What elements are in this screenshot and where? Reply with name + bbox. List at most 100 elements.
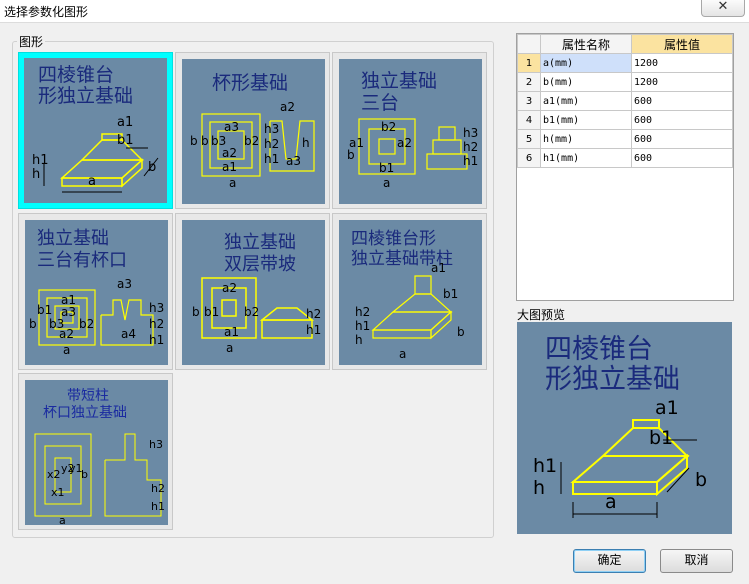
dim-label: a2 [59, 327, 74, 341]
dim-label: b [148, 160, 156, 175]
dim-label: a2 [222, 281, 237, 295]
row-number-header [517, 34, 541, 54]
title-bar: 选择参数化图形 ✕ [0, 0, 749, 23]
dim-label: b1 [379, 161, 394, 175]
shape-tile-three-step-cup-footing[interactable]: 独立基础 三台有杯口 a3 a1 b1 a3 b3 b2 b a2 a h3 h… [18, 213, 173, 370]
shape-thumb-pyramid-footing-with-column: 四棱锥台形 独立基础带柱 a1 b1 h2 h1 h b a [339, 220, 482, 365]
shape-title-line: 独立基础带柱 [351, 249, 453, 269]
dim-label: h3 [463, 126, 478, 140]
dim-label: a3 [224, 120, 239, 134]
dim-label: h1 [463, 154, 478, 168]
dim-label: b2 [381, 120, 396, 134]
dim-label: a2 [280, 100, 295, 114]
row-number: 3 [517, 91, 541, 111]
close-button[interactable]: ✕ [701, 0, 745, 17]
property-name: b(mm) [540, 72, 632, 92]
shape-tile-cup-footing[interactable]: 杯形基础 a2 a3 b b b3 b2 h3 h2 h1 a2 a1 a h … [175, 52, 330, 209]
property-name: a1(mm) [540, 91, 632, 111]
shape-thumb-three-step-cup-footing: 独立基础 三台有杯口 a3 a1 b1 a3 b3 b2 b a2 a h3 h… [25, 220, 168, 365]
shape-title-line: 三台 [361, 92, 399, 114]
table-row[interactable]: 4 b1(mm) 600 [517, 110, 733, 130]
shape-thumb-short-column-cup-footing: 带短柱 杯口独立基础 x2 y2 y1 b x1 a h3 h2 h1 [25, 380, 168, 525]
row-number: 1 [517, 53, 541, 73]
dim-label: h1 [151, 500, 165, 513]
preview-title-line: 形独立基础 [545, 364, 680, 395]
dim-label: b1 [117, 133, 134, 148]
shape-tile-pyramid-footing-with-column[interactable]: 四棱锥台形 独立基础带柱 a1 b1 h2 h1 h b a [332, 213, 487, 370]
shapes-group-label: 图形 [17, 33, 46, 50]
preview-dim-label: h [533, 477, 545, 499]
dim-label: h [302, 136, 310, 150]
preview-dim-label: b1 [649, 427, 673, 449]
dim-label: h3 [149, 438, 163, 451]
dim-label: h2 [306, 307, 321, 321]
dim-label: b2 [244, 305, 259, 319]
dim-label: a3 [286, 154, 301, 168]
preview-title-line: 四棱锥台 [545, 334, 653, 365]
table-header-row: 属性名称 属性值 [517, 34, 733, 54]
dim-label: x2 [47, 468, 61, 481]
shape-title-line: 形独立基础 [38, 85, 133, 107]
dim-label: b2 [79, 317, 94, 331]
dim-label: a [399, 347, 406, 361]
property-value[interactable]: 600 [631, 129, 733, 149]
dim-label: a [59, 514, 66, 525]
table-row[interactable]: 6 h1(mm) 600 [517, 148, 733, 168]
cancel-button[interactable]: 取消 [660, 549, 733, 573]
property-value[interactable]: 600 [631, 148, 733, 168]
dim-label: b [192, 305, 200, 319]
property-value[interactable]: 1200 [631, 53, 733, 73]
table-row[interactable]: 1 a(mm) 1200 [517, 53, 733, 73]
preview-panel: 四棱锥台 形独立基础 a1 b1 h1 h b a [517, 322, 732, 534]
shape-title-line: 三台有杯口 [37, 250, 127, 271]
property-value[interactable]: 600 [631, 91, 733, 111]
dim-label: h [32, 167, 40, 182]
preview-dim-label: a [605, 491, 617, 513]
shape-tile-three-step-footing[interactable]: 独立基础 三台 b2 a2 a1 b b1 a h3 h2 h1 [332, 52, 487, 209]
property-name: h1(mm) [540, 148, 632, 168]
dim-label: a1 [224, 325, 239, 339]
ok-button[interactable]: 确定 [573, 549, 646, 573]
shape-title-line: 带短柱 [67, 388, 109, 404]
shape-tile-double-slope-footing[interactable]: 独立基础 双层带坡 a2 b b1 b2 a1 a h2 h1 [175, 213, 330, 370]
dim-label: h2 [355, 305, 370, 319]
shape-tile-short-column-cup-footing[interactable]: 带短柱 杯口独立基础 x2 y2 y1 b x1 a h3 h2 h1 [18, 373, 173, 530]
table-row[interactable]: 5 h(mm) 600 [517, 129, 733, 149]
preview-dim-label: h1 [533, 455, 557, 477]
dim-label: h2 [463, 140, 478, 154]
dim-label: h2 [151, 482, 165, 495]
dim-label: a1 [349, 136, 364, 150]
dim-label: b1 [204, 305, 219, 319]
shape-title-line: 四棱锥台 [38, 64, 114, 86]
properties-table: 属性名称 属性值 1 a(mm) 1200 2 b(mm) 1200 3 a1(… [517, 34, 733, 168]
dim-label: h1 [306, 323, 321, 337]
shape-title-line: 杯形基础 [212, 72, 288, 94]
dim-label: h1 [32, 153, 49, 168]
row-number: 2 [517, 72, 541, 92]
shape-title-line: 四棱锥台形 [351, 229, 436, 249]
dim-label: a2 [397, 136, 412, 150]
table-row[interactable]: 3 a1(mm) 600 [517, 91, 733, 111]
dim-label: b [81, 468, 88, 481]
dim-label: h1 [355, 319, 370, 333]
dim-label: a3 [61, 305, 76, 319]
preview-dim-label: b [695, 469, 707, 491]
property-value[interactable]: 1200 [631, 72, 733, 92]
row-number: 4 [517, 110, 541, 130]
dim-label: a [63, 343, 70, 357]
shape-thumb-pyramid-footing: 四棱锥台 形独立基础 a1 b1 h1 h a b [24, 58, 167, 203]
table-row[interactable]: 2 b(mm) 1200 [517, 72, 733, 92]
dim-label: a [88, 174, 96, 189]
dim-label: h3 [264, 122, 279, 136]
dim-label: x1 [51, 486, 65, 499]
dim-label: h3 [149, 301, 164, 315]
dim-label: h1 [149, 333, 164, 347]
shape-thumb-cup-footing: 杯形基础 a2 a3 b b b3 b2 h3 h2 h1 a2 a1 a h … [182, 59, 325, 204]
dim-label: b [201, 134, 209, 148]
dim-label: b [347, 148, 355, 162]
shape-title-line: 独立基础 [224, 232, 296, 253]
shape-tile-pyramid-footing[interactable]: 四棱锥台 形独立基础 a1 b1 h1 h a b [18, 52, 173, 209]
shape-thumb-double-slope-footing: 独立基础 双层带坡 a2 b b1 b2 a1 a h2 h1 [182, 220, 325, 365]
property-value[interactable]: 600 [631, 110, 733, 130]
dim-label: b [29, 317, 37, 331]
